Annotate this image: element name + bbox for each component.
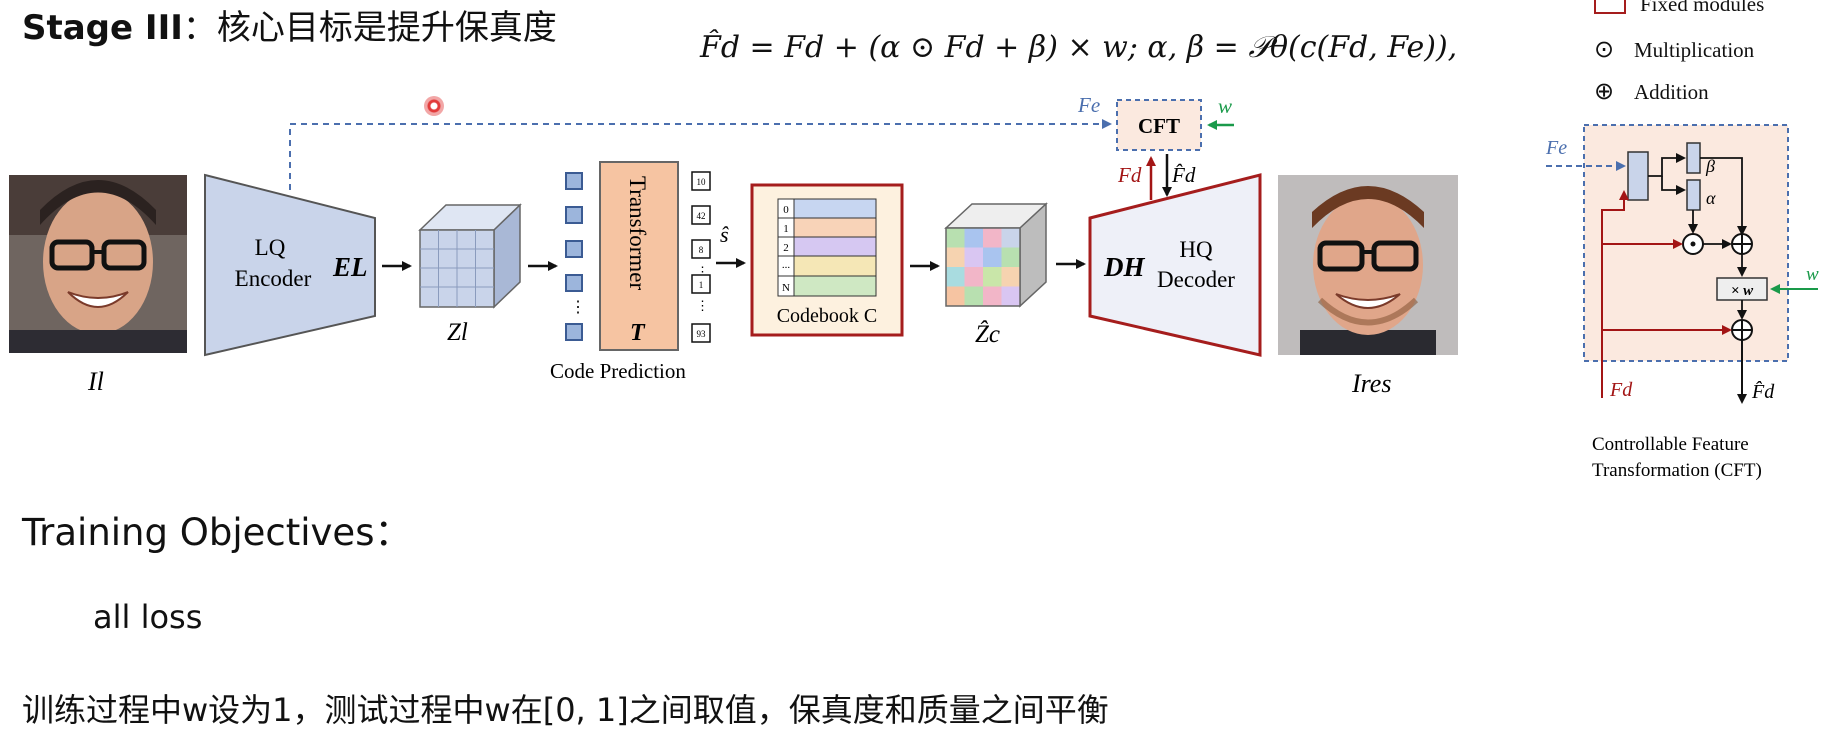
cft-formula: F̂d = Fd + (α ⊙ Fd + β) × w; α, β = 𝒫θ(c… — [700, 30, 1458, 65]
legend-fixed-modules: Fixed modules — [1594, 0, 1764, 17]
cft-fd-to-conv — [1601, 190, 1629, 398]
code-prediction-label: Code Prediction — [550, 359, 686, 383]
encoder-label-line2: Encoder — [235, 266, 312, 291]
loss-text: all loss — [93, 598, 203, 636]
hq-face-image — [1278, 175, 1458, 355]
token-value: 42 — [697, 211, 706, 221]
cft-detail-w-label: w — [1806, 264, 1819, 285]
codebook-row-index: ... — [782, 259, 791, 271]
s-hat-label: ŝ — [720, 222, 729, 247]
token-value: 10 — [697, 177, 707, 187]
encoder-symbol: EL — [332, 252, 368, 282]
training-objectives-heading: Training Objectives： — [22, 511, 412, 554]
cft-detail-fd-label: Fd — [1609, 379, 1633, 401]
fd-label: Fd — [1117, 163, 1142, 187]
cft-shared-conv — [1627, 151, 1649, 201]
codebook-row-index: N — [782, 282, 790, 294]
transformer-block — [599, 161, 679, 351]
token-value: 1 — [699, 280, 704, 290]
decoder-label-line1: HQ — [1179, 237, 1213, 262]
transformer-symbol: T — [630, 320, 646, 346]
output-label: Ires — [1351, 369, 1391, 398]
fixed-module-swatch-icon — [1594, 0, 1626, 15]
laser-pointer-icon — [424, 96, 444, 116]
cft-caption-line1: Controllable Feature — [1592, 434, 1749, 455]
legend-addition: ⊕ Addition — [1594, 77, 1709, 106]
lq-face-image — [9, 175, 187, 353]
latent-zl-cube — [418, 203, 522, 309]
page-title: Stage III：核心目标是提升保真度 — [22, 0, 557, 49]
transformer-label: Transformer — [625, 176, 650, 290]
lq-input-label: Il — [87, 367, 104, 396]
training-note: 训练过程中w设为1，测试过程中w在[0, 1]之间取值，保真度和质量之间平衡 — [22, 691, 1109, 729]
skip-connection-fe — [289, 119, 1112, 190]
token-value: 93 — [697, 329, 707, 339]
token-value: ⋮ — [696, 298, 709, 313]
codeformer-diagram: Il LQ Encoder EL Zl ⋮ Transformer T Code… — [9, 93, 1819, 481]
svg-text:⋮: ⋮ — [570, 299, 586, 316]
codebook-label: Codebook C — [777, 305, 878, 327]
codebook-row-index: 0 — [783, 204, 789, 216]
lq-encoder-block — [204, 173, 376, 357]
legend-multiplication: ⊙ Multiplication — [1594, 35, 1754, 64]
encoder-label-line1: LQ — [255, 235, 286, 260]
zc-label: Ẑc — [975, 320, 1000, 348]
fd-hat-label: F̂d — [1171, 163, 1196, 187]
codebook-table: 0 1 2 ... N — [777, 198, 877, 297]
cft-block — [1116, 99, 1202, 151]
addition-icon: ⊕ — [1594, 79, 1615, 105]
token-value: 8 — [699, 245, 704, 255]
predicted-token-column: 10 42 8 ⋮ 1 ⋮ 93 — [691, 171, 711, 343]
legend-multiplication-label: Multiplication — [1634, 38, 1755, 62]
codebook-row-index: 2 — [783, 242, 789, 254]
legend-fixed-label: Fixed modules — [1640, 0, 1765, 16]
cft-detail-fe-label: Fe — [1545, 137, 1567, 159]
cft-caption-line2: Transformation (CFT) — [1592, 460, 1762, 481]
input-token-column: ⋮ — [565, 172, 586, 341]
legend-addition-label: Addition — [1634, 80, 1709, 104]
decoder-symbol: DH — [1103, 252, 1145, 282]
times-w-label: × w — [1731, 283, 1754, 299]
codebook-row-index: 1 — [783, 223, 789, 235]
alpha-conv — [1686, 179, 1701, 211]
title-bold: Stage III — [22, 8, 183, 48]
cft-detail-fd-hat-label: F̂d — [1751, 380, 1775, 403]
title-rest: ：核心目标是提升保真度 — [182, 8, 557, 48]
beta-conv — [1686, 142, 1701, 174]
hq-decoder-block — [1088, 173, 1262, 357]
multiplication-icon: ⊙ — [1594, 37, 1615, 63]
fe-label: Fe — [1077, 93, 1100, 117]
quantized-zc-cube — [944, 202, 1048, 308]
w-label: w — [1218, 94, 1232, 118]
beta-label: β — [1705, 156, 1715, 176]
cft-label: CFT — [1138, 114, 1180, 138]
latent-label: Zl — [447, 319, 468, 346]
decoder-label-line2: Decoder — [1157, 267, 1235, 292]
alpha-label: α — [1706, 188, 1716, 208]
